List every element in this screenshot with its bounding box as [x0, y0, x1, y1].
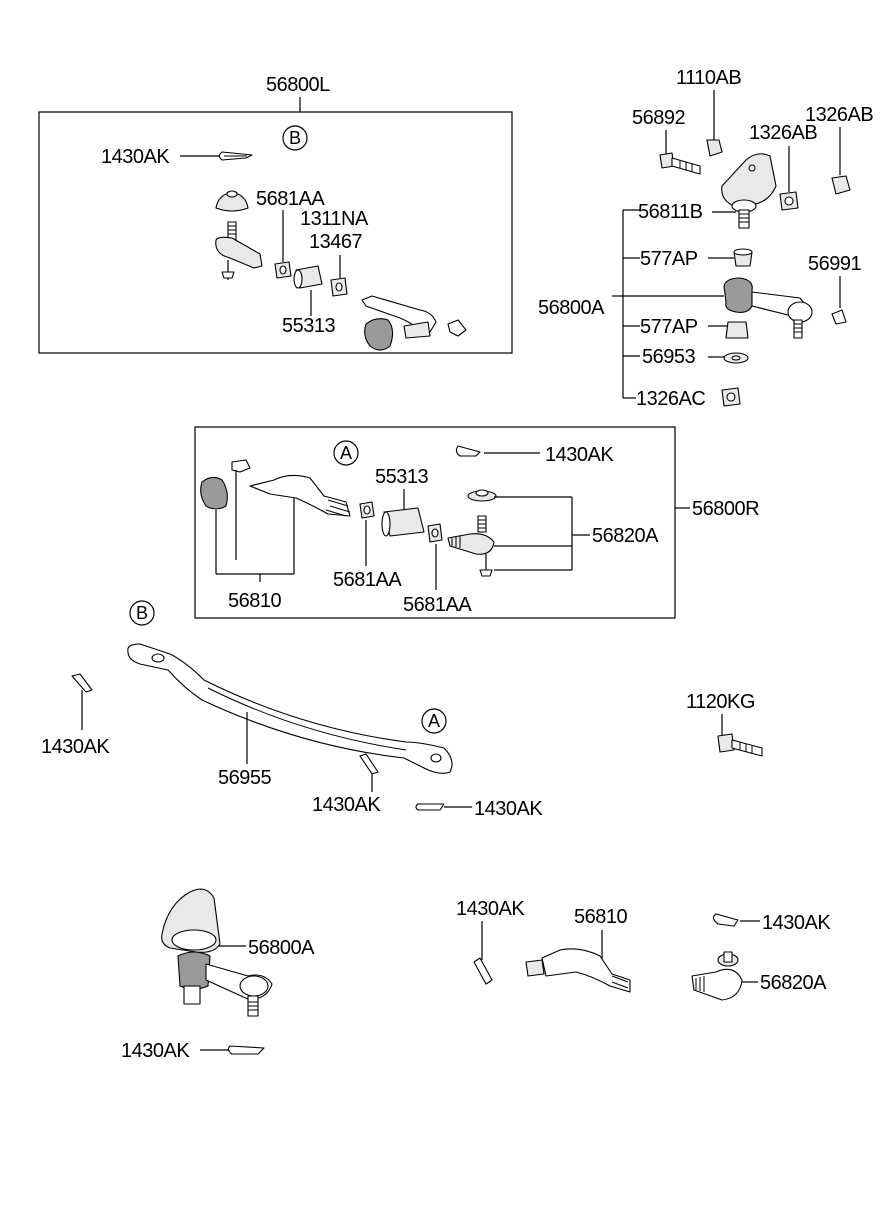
- bushing-icon: [733, 248, 753, 267]
- label-55313-mid: 55313: [375, 466, 428, 488]
- label-56800L: 56800L: [266, 74, 330, 96]
- callout-circle-a: [333, 440, 359, 466]
- label-1326AC: 1326AC: [636, 388, 705, 410]
- bolt-icon: [717, 733, 763, 757]
- label-56800R: 56800R: [692, 498, 759, 520]
- callout-b-link: B: [136, 603, 148, 623]
- label-1430AK-left: 1430AK: [41, 736, 110, 758]
- washer-icon: [723, 352, 749, 364]
- cotter-pin-icon: [415, 803, 445, 811]
- nut-icon: [274, 261, 292, 279]
- dust-boot-icon: [200, 476, 228, 510]
- label-1326AB-a: 1326AB: [805, 104, 873, 126]
- label-56955: 56955: [218, 767, 271, 789]
- label-56820A-mid: 56820A: [592, 525, 659, 547]
- cotter-pin-icon: [473, 957, 493, 985]
- group-frame-56800R: [194, 426, 676, 619]
- label-1430AK-link2: 1430AK: [474, 798, 543, 820]
- label-56820A-bottom: 56820A: [760, 972, 827, 994]
- label-1430AK-bottom-mid: 1430AK: [456, 898, 525, 920]
- label-577AP-b: 577AP: [640, 316, 698, 338]
- label-56892: 56892: [632, 107, 685, 129]
- callout-circle-b: [129, 600, 155, 626]
- label-56800A-bottom: 56800A: [248, 937, 315, 959]
- idler-arm-assembly-exploded: 1110AB 56892 1326AB 1326AB: [538, 67, 874, 410]
- callout-circle-b: [282, 125, 308, 151]
- label-1311NA: 1311NA: [300, 208, 369, 230]
- label-1430AK-bottom-right: 1430AK: [762, 912, 831, 934]
- nut-icon: [330, 277, 348, 297]
- grease-fitting-icon: [231, 459, 251, 560]
- idler-arm-assembled-icon: [161, 888, 273, 1017]
- label-577AP-a: 577AP: [640, 248, 698, 270]
- callout-a-link: A: [428, 711, 440, 731]
- center-link-assembly: B A 56955 1430AK 1430AK 1430AK 1120KG: [41, 600, 763, 820]
- label-1430AK-link: 1430AK: [312, 794, 381, 816]
- cotter-pin-icon: [71, 673, 93, 693]
- inner-tie-rod-icon: [249, 474, 351, 574]
- dust-boot-icon: [215, 190, 249, 212]
- label-56800A: 56800A: [538, 297, 605, 319]
- inner-tie-rod-icon: [525, 948, 631, 993]
- callout-circle-a: [421, 708, 447, 734]
- bolt-icon: [659, 152, 701, 175]
- cotter-pin-icon: [227, 1045, 265, 1055]
- assembly-56800L: 56800L B 1430AK 5681AA 1311NA 13467: [38, 74, 513, 354]
- nut-icon: [779, 191, 799, 211]
- label-5681AA-mid-b: 5681AA: [403, 594, 472, 616]
- group-frame-56800L: [38, 111, 513, 354]
- bottom-row-parts: 56800A 1430AK 1430AK 56810 1430AK: [121, 888, 832, 1062]
- bolt-icon: [706, 139, 723, 157]
- label-13467: 13467: [309, 231, 362, 253]
- tie-rod-end-icon: [691, 951, 743, 1001]
- callout-b-top: B: [289, 128, 301, 148]
- tie-rod-end-icon: [215, 221, 263, 280]
- label-56810-mid: 56810: [228, 590, 281, 612]
- label-1120KG: 1120KG: [686, 691, 755, 713]
- assembly-56800R: 56800R A 1430AK 55313 56810: [194, 426, 760, 619]
- cotter-pin-icon: [831, 309, 847, 325]
- label-56810-bottom: 56810: [574, 906, 627, 928]
- cotter-pin-icon: [712, 913, 739, 927]
- cotter-pin-icon: [455, 445, 481, 457]
- label-5681AA-mid-a: 5681AA: [333, 569, 402, 591]
- label-56811B: 56811B: [638, 201, 703, 223]
- adjusting-sleeve-icon: [293, 265, 323, 289]
- label-55313: 55313: [282, 315, 335, 337]
- label-1110AB: 1110AB: [676, 67, 741, 89]
- nut-icon: [721, 387, 741, 407]
- nut-icon: [359, 501, 375, 519]
- nut-icon: [831, 175, 851, 195]
- center-link-icon: [127, 643, 453, 774]
- idler-arm-icon: [723, 277, 813, 339]
- callout-a-mid: A: [340, 443, 352, 463]
- label-1326AB-b: 1326AB: [749, 122, 817, 144]
- tie-rod-end-icon: [447, 489, 497, 577]
- label-56953: 56953: [642, 346, 695, 368]
- label-56991: 56991: [808, 253, 861, 275]
- outer-tie-rod-icon: [361, 295, 467, 351]
- cotter-pin-icon: [218, 151, 253, 161]
- cotter-pin-icon: [359, 753, 379, 775]
- idler-bracket-icon: [721, 153, 777, 229]
- adjusting-sleeve-icon: [381, 507, 425, 537]
- label-5681AA: 5681AA: [256, 188, 325, 210]
- bushing-icon: [725, 321, 749, 339]
- label-1430AK-bottom-left: 1430AK: [121, 1040, 190, 1062]
- label-1430AK-mid: 1430AK: [545, 444, 614, 466]
- label-1430AK: 1430AK: [101, 146, 170, 168]
- nut-icon: [427, 523, 443, 543]
